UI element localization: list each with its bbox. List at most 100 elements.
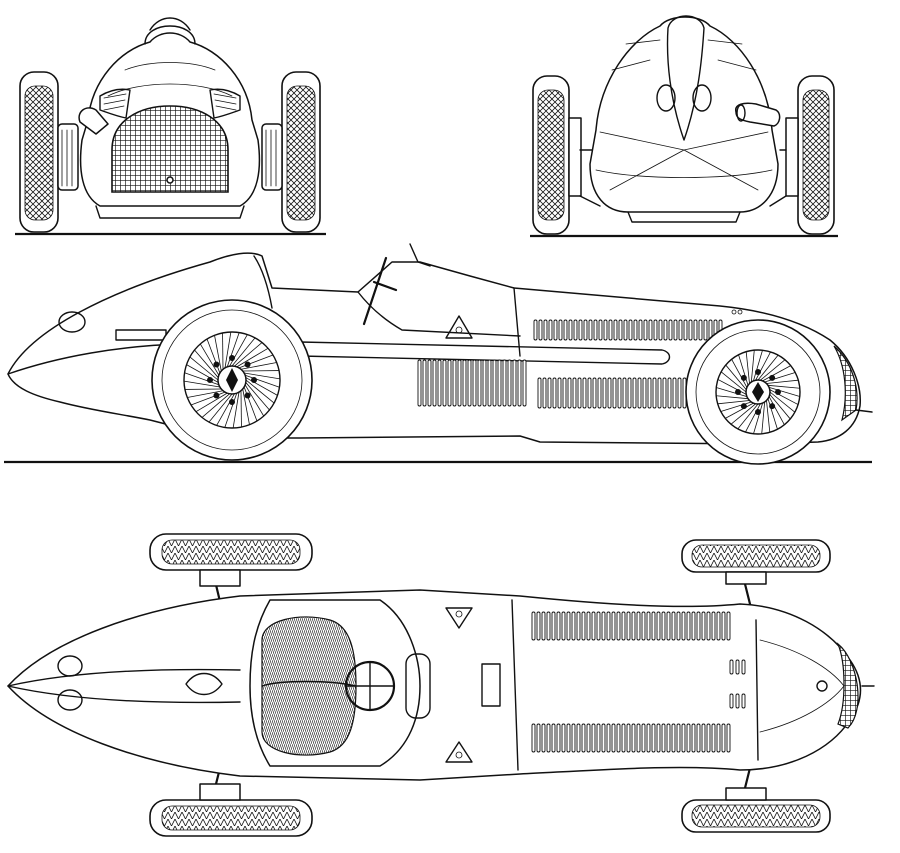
side-mirror bbox=[409, 243, 431, 267]
wheel-spoke bbox=[183, 380, 220, 388]
rear-right-light bbox=[692, 84, 712, 112]
louvre-slot bbox=[611, 723, 616, 753]
louvre-slot bbox=[686, 723, 691, 753]
side-cockpit-opening bbox=[357, 291, 521, 337]
louvre-slot bbox=[616, 723, 621, 753]
louvre-slot bbox=[688, 319, 693, 341]
side-upper-louvres bbox=[533, 319, 723, 341]
louvre-slot bbox=[691, 723, 696, 753]
louvre-slot bbox=[636, 611, 641, 641]
spoke-nipple bbox=[229, 399, 235, 405]
top-tail-louvres bbox=[729, 659, 746, 709]
louvre-slot bbox=[721, 723, 726, 753]
spoke-nipple bbox=[735, 389, 741, 395]
louvre-slot bbox=[637, 377, 642, 409]
top-emblem-upper bbox=[445, 607, 473, 629]
louvre-slot bbox=[602, 377, 607, 409]
louvre-slot bbox=[452, 359, 457, 407]
louvre-slot bbox=[472, 359, 477, 407]
louvre-slot bbox=[477, 359, 482, 407]
spoke-nipple bbox=[769, 374, 776, 381]
louvre-slot bbox=[547, 377, 552, 409]
spoke-nipple bbox=[251, 377, 257, 383]
wheel-spoke bbox=[762, 365, 791, 382]
spoke-nipple bbox=[769, 403, 776, 410]
louvre-slot bbox=[648, 319, 653, 341]
wheel-spoke bbox=[720, 371, 747, 393]
side-lower-front-louvres bbox=[417, 359, 527, 407]
louvre-slot bbox=[711, 611, 716, 641]
wheel-spoke bbox=[769, 394, 791, 420]
louvre-slot bbox=[651, 723, 656, 753]
wheel-spoke bbox=[753, 350, 763, 382]
louvre-slot bbox=[422, 359, 427, 407]
wheel-spoke bbox=[737, 403, 759, 430]
louvre-slot bbox=[571, 611, 576, 641]
louvre-slot bbox=[627, 377, 632, 409]
louvre-slot bbox=[558, 319, 563, 341]
louvre-slot bbox=[437, 359, 442, 407]
louvre-slot bbox=[533, 319, 538, 341]
louvre-slot bbox=[536, 723, 541, 753]
louvre-slot bbox=[562, 377, 567, 409]
wheel-spoke bbox=[738, 354, 749, 386]
wheel-spoke bbox=[224, 331, 232, 368]
louvre-slot bbox=[726, 611, 731, 641]
louvre-slot bbox=[663, 319, 668, 341]
louvre-slot bbox=[611, 611, 616, 641]
louvre-slot bbox=[729, 693, 734, 709]
louvre-slot bbox=[531, 723, 536, 753]
wheel-spoke bbox=[224, 393, 238, 428]
top-bonnet-vent bbox=[185, 672, 223, 696]
side-front-wheel-spokes bbox=[183, 331, 281, 429]
louvre-slot bbox=[571, 723, 576, 753]
louvre-slot bbox=[596, 611, 601, 641]
rear-view bbox=[530, 15, 838, 238]
top-rear-left-tyre bbox=[681, 539, 831, 585]
wheel-spoke bbox=[766, 400, 771, 433]
louvre-slot bbox=[678, 319, 683, 341]
louvre-slot bbox=[586, 611, 591, 641]
louvre-slot bbox=[651, 611, 656, 641]
louvre-slot bbox=[667, 377, 672, 409]
louvre-slot bbox=[577, 377, 582, 409]
spoke-nipple bbox=[207, 377, 213, 383]
wheel-spoke bbox=[753, 402, 763, 434]
front-left-vent bbox=[99, 88, 131, 119]
louvre-slot bbox=[567, 377, 572, 409]
louvre-slot bbox=[656, 723, 661, 753]
louvre-slot bbox=[643, 319, 648, 341]
louvre-slot bbox=[607, 377, 612, 409]
wheel-spoke bbox=[245, 374, 280, 388]
side-lower-rear-louvres bbox=[537, 377, 687, 409]
wheel-spoke bbox=[206, 338, 221, 374]
wheel-spoke bbox=[236, 347, 269, 368]
louvre-slot bbox=[512, 359, 517, 407]
wheel-spoke bbox=[717, 379, 747, 395]
wheel-spoke bbox=[190, 391, 226, 406]
louvre-slot bbox=[546, 611, 551, 641]
louvre-slot bbox=[608, 319, 613, 341]
spoke-nipple bbox=[775, 389, 781, 395]
wheel-spoke bbox=[731, 359, 748, 388]
wheel-spoke bbox=[750, 350, 755, 383]
top-view bbox=[7, 533, 875, 837]
louvre-slot bbox=[631, 611, 636, 641]
top-windscreen bbox=[405, 653, 431, 719]
louvre-slot bbox=[681, 723, 686, 753]
louvre-slot bbox=[586, 723, 591, 753]
louvre-slot bbox=[482, 359, 487, 407]
louvre-slot bbox=[596, 723, 601, 753]
top-front-right-tyre bbox=[149, 783, 313, 837]
louvre-slot bbox=[581, 723, 586, 753]
louvre-slot bbox=[646, 611, 651, 641]
louvre-slot bbox=[617, 377, 622, 409]
louvre-slot bbox=[662, 377, 667, 409]
louvre-slot bbox=[633, 319, 638, 341]
wheel-spoke bbox=[768, 396, 785, 425]
front-left-wheel bbox=[19, 71, 79, 233]
rear-headrest bbox=[666, 15, 705, 141]
side-view bbox=[4, 243, 873, 465]
louvre-slot bbox=[621, 723, 626, 753]
louvre-slot bbox=[698, 319, 703, 341]
